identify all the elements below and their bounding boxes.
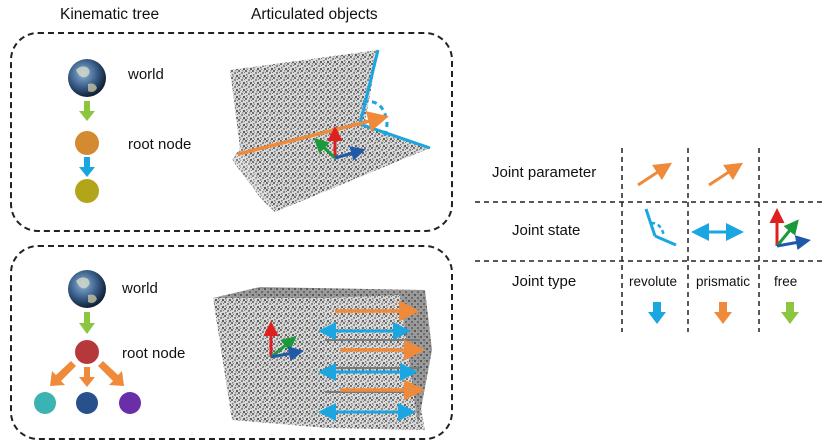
world-label-bottom: world [122, 280, 158, 297]
root-node-label-bottom: root node [122, 345, 186, 362]
arrow-down-icon-free-bottom [79, 312, 95, 334]
arrow-down-icon-prismatic-left [50, 361, 76, 386]
root-node-bottom [75, 340, 99, 364]
legend-type-revolute: revolute [629, 274, 678, 289]
legend-row-joint-state: Joint state [512, 222, 581, 239]
revolute-arc [362, 99, 389, 139]
header-articulated-objects: Articulated objects [251, 6, 378, 23]
arrow-down-icon-free [781, 302, 799, 324]
legend-grid [475, 148, 826, 332]
earth-icon-top [68, 59, 106, 97]
bottom-panel [10, 245, 453, 440]
axes-icon-bottom [263, 321, 304, 362]
child-node-top [75, 179, 99, 203]
legend-type-prismatic: prismatic [696, 274, 751, 289]
joint-parameter-revolute-icon [637, 162, 673, 187]
earth-icon-bottom [68, 270, 106, 308]
arrow-down-icon-revolute [648, 302, 666, 324]
joint-parameter-arrow-top [237, 111, 389, 156]
child-node-purple [119, 392, 141, 414]
legend-row-joint-type: Joint type [512, 273, 577, 290]
legend-row-joint-parameter: Joint parameter [492, 164, 597, 181]
arrow-down-icon-prismatic-right [98, 361, 124, 386]
prismatic-arrows [318, 300, 425, 421]
world-label-top: world [128, 66, 164, 83]
root-node-label-top: root node [128, 136, 192, 153]
revolute-axis-line [358, 49, 380, 125]
header-kinematic-tree: Kinematic tree [60, 6, 160, 23]
axes-icon-top [313, 126, 366, 161]
legend-type-free: free [774, 274, 798, 289]
point-cloud-cabinet [213, 287, 432, 430]
joint-parameter-prismatic-icon [708, 162, 744, 187]
point-cloud-laptop [230, 50, 430, 212]
root-node-top [75, 131, 99, 155]
arrow-down-icon-revolute-top [79, 157, 95, 177]
joint-state-revolute-icon [644, 208, 677, 247]
top-panel [10, 32, 453, 232]
joint-state-free-icon [769, 208, 811, 250]
arrow-down-icon-prismatic-mid [79, 367, 95, 387]
arrow-down-icon-free-top [79, 101, 95, 121]
arrow-down-icon-prismatic [714, 302, 732, 324]
child-node-navy [76, 392, 98, 414]
child-node-teal [34, 392, 56, 414]
